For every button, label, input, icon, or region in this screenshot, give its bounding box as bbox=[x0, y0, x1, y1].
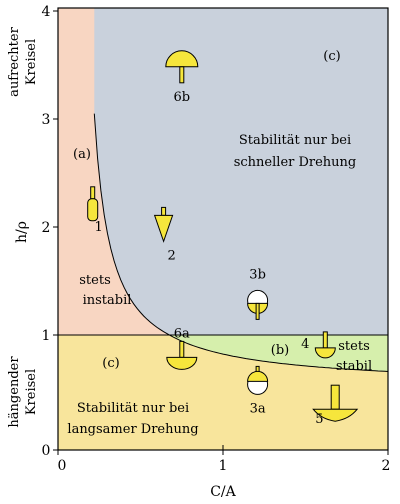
y-tick-0: 0 bbox=[42, 443, 51, 459]
x-tick-0: 0 bbox=[58, 458, 67, 474]
top-4-shape bbox=[314, 331, 336, 359]
top-6a-label: 6a bbox=[174, 326, 190, 341]
x-tick-2: 2 bbox=[382, 458, 391, 474]
y-tick-3: 3 bbox=[42, 112, 51, 128]
x-tick-1: 1 bbox=[219, 458, 228, 474]
region-c-lower-text-line1: Stabilität nur bei bbox=[77, 401, 189, 416]
top-5-shape bbox=[312, 384, 359, 422]
region-a-text-line1: stets bbox=[79, 273, 110, 288]
y-tick-2: 2 bbox=[42, 220, 51, 236]
region-b-background bbox=[170, 335, 388, 372]
region-c-upper-marker: (c) bbox=[323, 49, 340, 64]
y-axis-ticks bbox=[53, 10, 58, 451]
region-c-lower-marker: (c) bbox=[102, 356, 119, 371]
stability-boundary-curve bbox=[93, 113, 389, 372]
y-axis-title: h/ρ bbox=[14, 221, 30, 243]
region-a-marker: (a) bbox=[73, 147, 91, 162]
top-3a-shape bbox=[247, 365, 269, 395]
top-3b-label: 3b bbox=[249, 267, 266, 282]
top-6a-shape bbox=[166, 340, 198, 370]
region-b-text-line1: stets bbox=[338, 339, 369, 354]
region-a-text-line2: instabil bbox=[83, 293, 132, 308]
top-4-label: 4 bbox=[301, 337, 309, 352]
y-tick-4: 4 bbox=[42, 4, 51, 20]
side-label-lower-line2: Kreisel bbox=[24, 369, 39, 415]
y-tick-1: 1 bbox=[42, 328, 51, 344]
side-label-upper-line2: Kreisel bbox=[24, 39, 39, 85]
top-1-label: 1 bbox=[95, 220, 103, 235]
top-1-shape bbox=[87, 186, 99, 222]
region-c-upper-background bbox=[94, 8, 389, 336]
region-b-marker: (b) bbox=[271, 343, 289, 358]
side-label-upper-line1: aufrechter bbox=[7, 26, 22, 96]
top-6b-label: 6b bbox=[174, 90, 191, 105]
top-3b-shape bbox=[247, 289, 269, 320]
x-axis-ticks bbox=[57, 445, 389, 455]
x-axis-title: C/A bbox=[210, 484, 236, 500]
top-2-shape bbox=[153, 206, 174, 243]
side-label-lower-line1: hängender bbox=[7, 356, 22, 428]
top-2-label: 2 bbox=[167, 248, 175, 263]
top-5-label: 5 bbox=[315, 412, 323, 427]
top-3a-label: 3a bbox=[250, 401, 266, 416]
region-b-text-line2: stabil bbox=[336, 359, 372, 374]
region-c-upper-text-line1: Stabilität nur bei bbox=[239, 133, 351, 148]
region-c-lower-text-line2: langsamer Drehung bbox=[67, 422, 198, 437]
region-c-upper-text-line2: schneller Drehung bbox=[234, 155, 357, 170]
top-6b-shape bbox=[165, 50, 199, 84]
